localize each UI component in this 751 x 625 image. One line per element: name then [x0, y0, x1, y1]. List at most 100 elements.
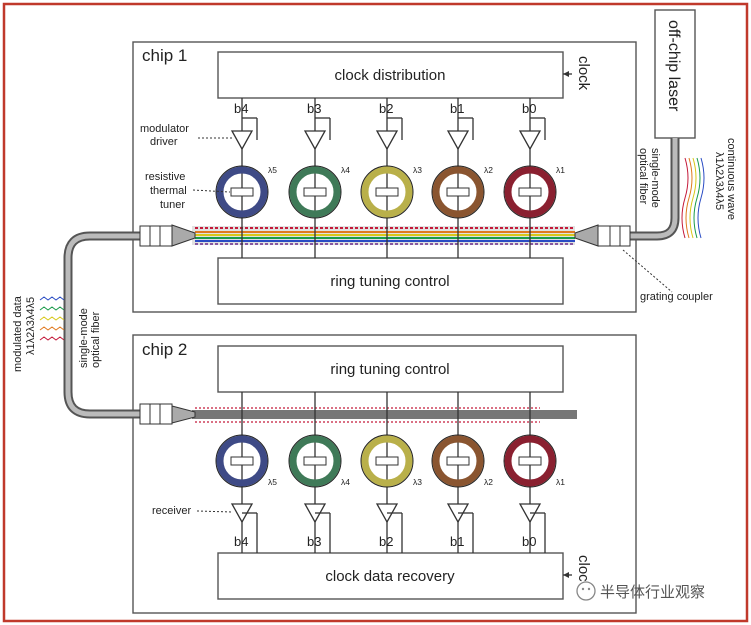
off-chip-laser-block	[654, 9, 696, 139]
clock-distribution-block	[217, 51, 564, 99]
modulated-data-label: modulated data	[12, 295, 24, 372]
bit-label: b4	[234, 534, 248, 549]
wavelength-label: λ3	[413, 165, 422, 175]
fiber-connector-icon	[139, 403, 173, 425]
wavelength-label: λ1	[556, 165, 565, 175]
chip-2-column-b4: λ5 b4	[215, 392, 277, 553]
watermark-text: 半导体行业观察	[600, 583, 705, 601]
clock-distribution-label: clock distribution	[335, 67, 446, 84]
thermal-tuner-icon	[230, 187, 254, 197]
chip-2-title: chip 2	[142, 340, 187, 359]
modulator-driver-annotation-line2: driver	[150, 136, 178, 148]
wechat-icon	[576, 581, 596, 601]
grating-coupler-annotation: grating coupler	[640, 291, 713, 303]
continuous-wave-label: continuous wave	[725, 138, 737, 220]
chip-1-column-b0: b0 λ1	[503, 98, 565, 258]
ring-tuning-control-label-2: ring tuning control	[330, 361, 449, 378]
thermal-tuner-icon	[446, 187, 470, 197]
microring-modulator-icon	[216, 166, 268, 218]
bit-label: b0	[522, 534, 536, 549]
chip-1-clock-input-label: clock	[575, 56, 592, 91]
thermal-tuner-icon	[518, 187, 542, 197]
microring-detector-icon	[432, 435, 484, 487]
chip-1-column-b4: b4 λ5	[215, 98, 277, 258]
bit-label: b1	[450, 101, 464, 116]
thermal-tuner-icon	[230, 456, 254, 466]
microring-modulator-icon	[504, 166, 556, 218]
bit-label: b3	[307, 101, 321, 116]
fiber-connector-icon	[139, 225, 173, 247]
microring-modulator-icon	[361, 166, 413, 218]
microring-modulator-icon	[432, 166, 484, 218]
bit-label: b4	[234, 101, 248, 116]
chip-1: chip 1 clock distribution clock ring tun…	[132, 41, 637, 313]
modulator-driver-icon	[446, 130, 470, 151]
chip-2-column-b2: λ3 b2	[360, 392, 422, 553]
bit-label: b3	[307, 534, 321, 549]
link-fiber: modulated data λ1λ2λ3λ4λ5 single-mode op…	[12, 225, 173, 425]
link-fiber-label-line2: optical fiber	[90, 311, 102, 368]
thermal-tuner-icon	[446, 456, 470, 466]
chip-2-column-b1: λ2 b1	[431, 392, 493, 553]
modulated-data-lambdas: λ1λ2λ3λ4λ5	[25, 297, 37, 355]
thermal-tuner-annotation-line2: thermal	[150, 185, 187, 197]
wavelength-label: λ2	[484, 165, 493, 175]
chip-1-waveguide	[192, 226, 575, 245]
microring-detector-icon	[361, 435, 413, 487]
chip-2-clock-input-label: cloc	[575, 555, 592, 582]
chip-1-column-b2: b2 λ3	[360, 98, 422, 258]
chip-2: chip 2 ring tuning control clock data re…	[132, 334, 637, 614]
bit-label: b2	[379, 534, 393, 549]
laser-fiber-label-line2: optical fiber	[637, 148, 649, 205]
ring-tuning-control-block-1	[217, 257, 564, 305]
wavelength-label: λ4	[341, 477, 350, 487]
wavelength-label: λ5	[268, 165, 277, 175]
bit-label: b1	[450, 534, 464, 549]
microring-detector-icon	[289, 435, 341, 487]
wavelength-label: λ1	[556, 477, 565, 487]
modulator-driver-icon	[375, 130, 399, 151]
receiver-annotation: receiver	[152, 505, 191, 517]
watermark: 半导体行业观察	[576, 581, 705, 601]
clock-data-recovery-block	[217, 552, 564, 600]
thermal-tuner-annotation-line3: tuner	[160, 199, 185, 211]
modulated-data-waveforms-icon	[39, 296, 65, 341]
fiber-connector-icon	[597, 225, 631, 247]
thermal-tuner-icon	[518, 456, 542, 466]
thermal-tuner-icon	[375, 187, 399, 197]
chip-1-column-b1: b1 λ2	[431, 98, 493, 258]
wavelength-label: λ2	[484, 477, 493, 487]
wavelength-label: λ3	[413, 477, 422, 487]
wavelength-label: λ5	[268, 477, 277, 487]
modulator-driver-icon	[303, 130, 327, 151]
ring-tuning-control-label-1: ring tuning control	[330, 273, 449, 290]
thermal-tuner-icon	[375, 456, 399, 466]
microring-modulator-icon	[289, 166, 341, 218]
clock-data-recovery-label: clock data recovery	[325, 568, 455, 585]
chip-2-column-b3: λ4 b3	[288, 392, 350, 553]
chip-1-title: chip 1	[142, 46, 187, 65]
chip-1-column-b3: b3 λ4	[288, 98, 350, 258]
ring-tuning-control-block-2	[217, 345, 564, 393]
link-fiber-label-line1: single-mode	[78, 308, 90, 368]
laser-section: off-chip laser single-mode optical fiber…	[597, 9, 737, 303]
microring-detector-icon	[216, 435, 268, 487]
modulator-driver-icon	[230, 130, 254, 151]
bit-label: b0	[522, 101, 536, 116]
thermal-tuner-icon	[303, 456, 327, 466]
chip-2-waveguide	[192, 407, 577, 423]
laser-fiber-label-line1: single-mode	[649, 148, 661, 208]
chip-2-column-b0: λ1 b0	[503, 392, 565, 553]
microring-detector-icon	[504, 435, 556, 487]
off-chip-laser-label: off-chip laser	[665, 20, 682, 112]
modulator-driver-annotation-line1: modulator	[140, 123, 189, 135]
wavelength-label: λ4	[341, 165, 350, 175]
thermal-tuner-annotation-line1: resistive	[145, 171, 185, 183]
continuous-wave-waveforms-icon	[681, 157, 705, 239]
thermal-tuner-icon	[303, 187, 327, 197]
bit-label: b2	[379, 101, 393, 116]
modulator-driver-icon	[518, 130, 542, 151]
continuous-wave-lambdas: λ1λ2λ3λ4λ5	[713, 152, 725, 210]
